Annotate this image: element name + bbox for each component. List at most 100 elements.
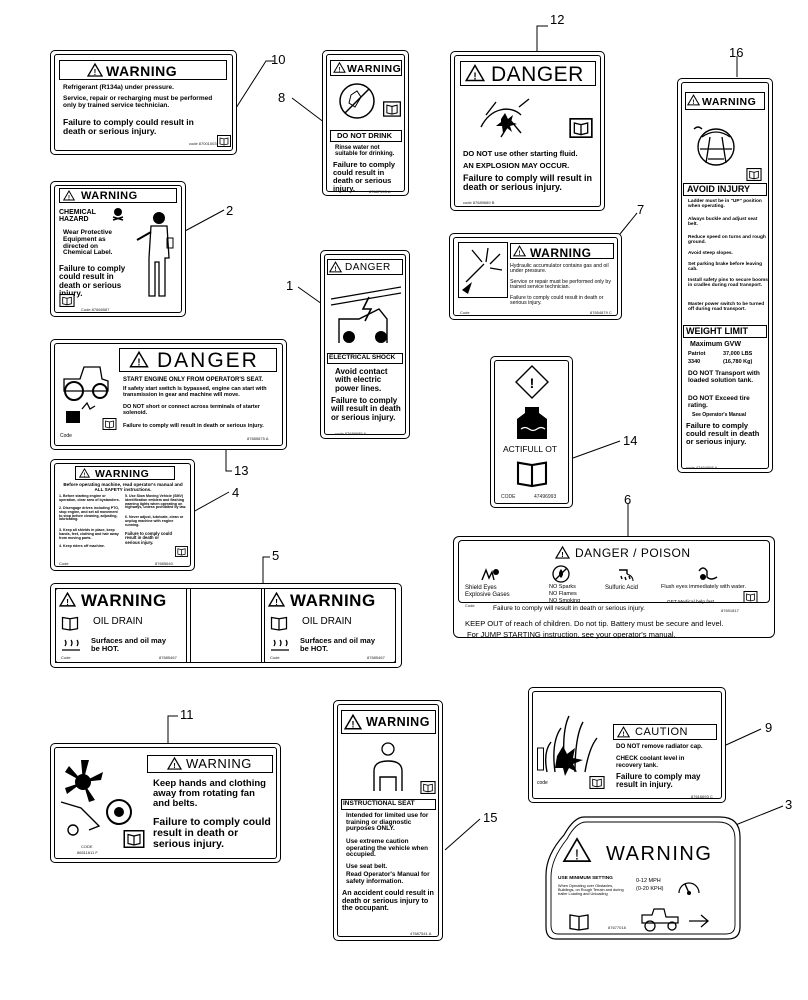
warning-triangle-icon: ! <box>78 467 91 478</box>
decal-code: Code <box>59 561 69 566</box>
decal-frame <box>324 254 406 435</box>
svg-text:!: ! <box>518 250 520 257</box>
warning-header <box>330 60 402 76</box>
decal-5-oil-drain: ! WARNING OIL DRAIN Surfaces and oil may… <box>50 583 402 668</box>
hot-surface-icon <box>271 639 289 651</box>
decal-fail-text: Failure to comply could result in death … <box>125 531 172 545</box>
protective-suit-person-icon <box>136 212 174 297</box>
title-bar <box>330 130 402 142</box>
code-label: Code <box>60 433 72 439</box>
decal-code: 87685875 A <box>247 436 269 441</box>
warning-header-text: WARNING <box>186 756 252 771</box>
decal-frame <box>494 360 569 504</box>
speed-range: (0-20 KPH) <box>636 886 664 892</box>
decal-title: INSTRUCTIONAL SEAT <box>343 800 415 807</box>
danger-header <box>460 61 596 86</box>
decal-fail-text: Failure to comply could result in death … <box>333 160 396 193</box>
warning-header-text: WARNING <box>95 468 150 480</box>
decal-fail-text: Failure to comply may result in injury. <box>616 772 701 790</box>
shield-eyes-icon <box>481 568 499 581</box>
decal-text-line: CHECK coolant level in recovery tank. <box>616 755 685 769</box>
decal-fail-text: An accident could result in death or ser… <box>342 888 434 913</box>
decal-10-refrigerant-warning: ! WARNING Refrigerant (R134a) under pres… <box>50 50 237 155</box>
manual-book-icon <box>123 830 145 848</box>
spray-burst-icon <box>458 242 508 298</box>
skull-crossbones-icon <box>112 208 124 221</box>
warning-triangle-icon: ! <box>464 64 486 82</box>
hot-coolant-burst-icon: code <box>537 715 598 786</box>
decal-text-line: AN EXPLOSION MAY OCCUR. <box>463 161 570 170</box>
title-bar <box>683 325 767 338</box>
decal-outer-frame <box>453 536 775 638</box>
hazard-item: Flush eyes immediately with water. <box>661 584 746 590</box>
manual-book-icon <box>61 616 79 631</box>
manual-book-icon <box>743 591 758 603</box>
manual-book-icon <box>516 461 548 488</box>
acid-icon <box>619 569 634 582</box>
decal-frame <box>54 747 277 859</box>
warning-triangle-icon: ! <box>86 62 104 77</box>
svg-text:!: ! <box>473 71 476 82</box>
decal-bullet: DO NOT Exceed tire rating. <box>688 395 750 409</box>
decal-center-panel <box>190 588 262 663</box>
decal-code: 87687193 A <box>369 189 391 194</box>
warning-header <box>75 466 175 480</box>
hot-surface-icon <box>62 639 80 651</box>
decal-bullet: Install safety pins to secure booms in c… <box>688 278 768 289</box>
decal-text-line: Surfaces and oil may be HOT. <box>91 636 167 653</box>
decal-frame <box>532 691 722 799</box>
decal-15-instructional-seat: ! WARNING INSTRUCTIONAL SEAT Intended fo… <box>333 700 443 941</box>
diamond-warning-icon: ! <box>515 365 549 399</box>
decal-code: 87616693 C <box>691 794 713 799</box>
weight-row-value: 37,000 LBS <box>723 351 753 357</box>
svg-text:!: ! <box>692 99 694 106</box>
warning-triangle-icon: ! <box>267 591 286 607</box>
decal-frame <box>454 55 601 207</box>
decal-code: CODE <box>501 494 516 500</box>
callout-number: 10 <box>271 52 286 67</box>
decal-text-line: DO NOT remove radiator cap. <box>616 743 703 750</box>
warning-header <box>341 710 436 734</box>
weight-row-label: Patriot <box>688 351 706 357</box>
manual-book-icon <box>420 781 436 794</box>
title-bar <box>683 183 767 196</box>
decal-code: 87654879 C <box>590 310 612 315</box>
callout-number: 5 <box>272 548 280 563</box>
decal-bullet: Use seat belt. <box>346 863 388 870</box>
callout-number: 13 <box>234 463 249 478</box>
warning-header-text: WARNING <box>290 591 376 610</box>
decal-list-item: 1. Before starting engine or operation, … <box>59 494 120 502</box>
danger-header <box>119 348 277 372</box>
leader-2 <box>184 209 225 232</box>
warning-header <box>685 92 765 110</box>
svg-text:!: ! <box>68 195 70 201</box>
decal-bullet: Hydraulic accumulator contains gas and o… <box>510 263 609 275</box>
speed-range: 0-12 MPH <box>636 878 661 884</box>
decal-list-item: 2. Disengage drives including PTO, stop … <box>59 506 120 522</box>
decal-fail-text: Failure to comply could result in death … <box>59 264 126 299</box>
callout-number: 3 <box>785 797 793 812</box>
decal-shape <box>545 816 741 940</box>
decal-code: Code <box>61 655 71 660</box>
svg-text:!: ! <box>622 731 624 738</box>
manual-book-icon <box>59 294 75 307</box>
decal-code: code 47464008 A <box>686 465 718 470</box>
decal-bullet: Avoid steep slopes. <box>688 251 733 256</box>
code-label: code <box>537 780 548 786</box>
decal-text-line: If safety start switch is bypassed, engi… <box>123 386 267 398</box>
callout-number: 15 <box>483 810 498 825</box>
decal-text-line: Keep hands and clothing away from rotati… <box>153 778 266 809</box>
callout-number: 11 <box>180 707 194 722</box>
svg-text:!: ! <box>530 375 535 391</box>
decal-2-chemical-hazard: ! WARNING CHEMICAL HAZARD Wear Protectiv… <box>50 181 186 317</box>
power-line-shock-icon <box>330 286 402 343</box>
leader-10 <box>235 60 274 109</box>
decal-code: Code <box>465 603 475 608</box>
decal-9-radiator-caution: code ! CAUTION DO NOT remove radiator ca… <box>528 687 726 803</box>
eye-flush-icon <box>698 567 718 580</box>
speedometer-icon <box>678 882 700 895</box>
decal-fail-text: Failure to comply will result in death o… <box>331 396 401 422</box>
svg-text:!: ! <box>94 68 97 77</box>
decal-left-panel <box>55 588 187 663</box>
hazard-item: Explosive Gases <box>465 592 510 598</box>
